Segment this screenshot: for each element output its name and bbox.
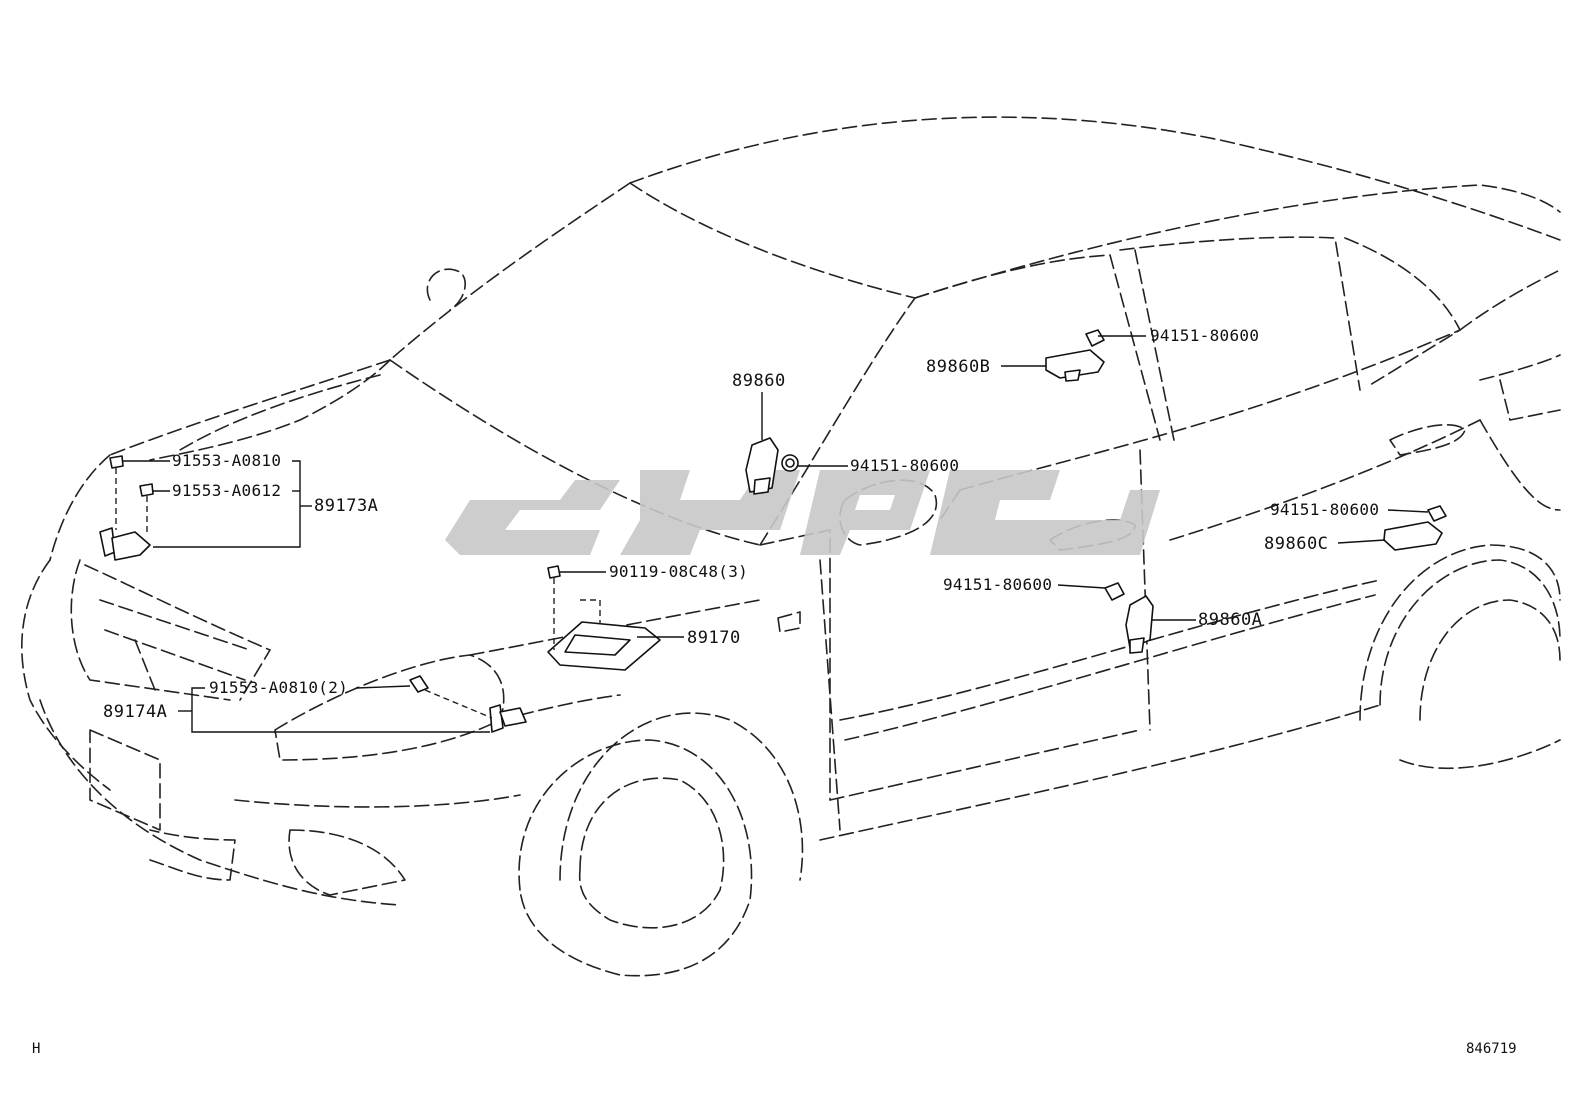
- sensor-89860B: [1045, 329, 1105, 382]
- watermark-logo: [445, 470, 1160, 555]
- label-94151-80600-mid: 94151-80600: [850, 456, 959, 475]
- label-94151-80600-lower: 94151-80600: [943, 575, 1052, 594]
- sensor-89174A: [409, 675, 527, 733]
- footer-mark: H: [32, 1041, 40, 1057]
- label-89860: 89860: [732, 371, 786, 391]
- footer: H 846719: [32, 1041, 1517, 1057]
- label-91553-A0612: 91553-A0612: [172, 481, 281, 500]
- label-91553-A0810-2: 91553-A0810(2): [209, 678, 348, 697]
- label-94151-80600-right: 94151-80600: [1270, 500, 1379, 519]
- label-90119-08C48: 90119-08C48(3): [609, 562, 748, 581]
- sensor-89860C: [1383, 505, 1447, 551]
- label-89860B: 89860B: [926, 357, 990, 377]
- part-labels: 89860 89860B 94151-80600 94151-80600 941…: [103, 326, 1379, 722]
- sensor-89860A: [1104, 582, 1154, 654]
- sensor-89860: [745, 437, 799, 495]
- label-89170: 89170: [687, 628, 741, 648]
- label-89860C: 89860C: [1264, 534, 1328, 554]
- label-91553-A0810: 91553-A0810: [172, 451, 281, 470]
- car-outline: [21, 116, 1561, 977]
- label-89173A: 89173A: [314, 496, 378, 516]
- sensor-89173A: [99, 455, 154, 561]
- ecu-89170: [547, 565, 661, 671]
- label-94151-80600-top: 94151-80600: [1150, 326, 1259, 345]
- label-89174A: 89174A: [103, 702, 167, 722]
- diagram-number: 846719: [1466, 1041, 1517, 1057]
- label-89860A: 89860A: [1198, 610, 1262, 630]
- leader-lines: [123, 335, 1429, 733]
